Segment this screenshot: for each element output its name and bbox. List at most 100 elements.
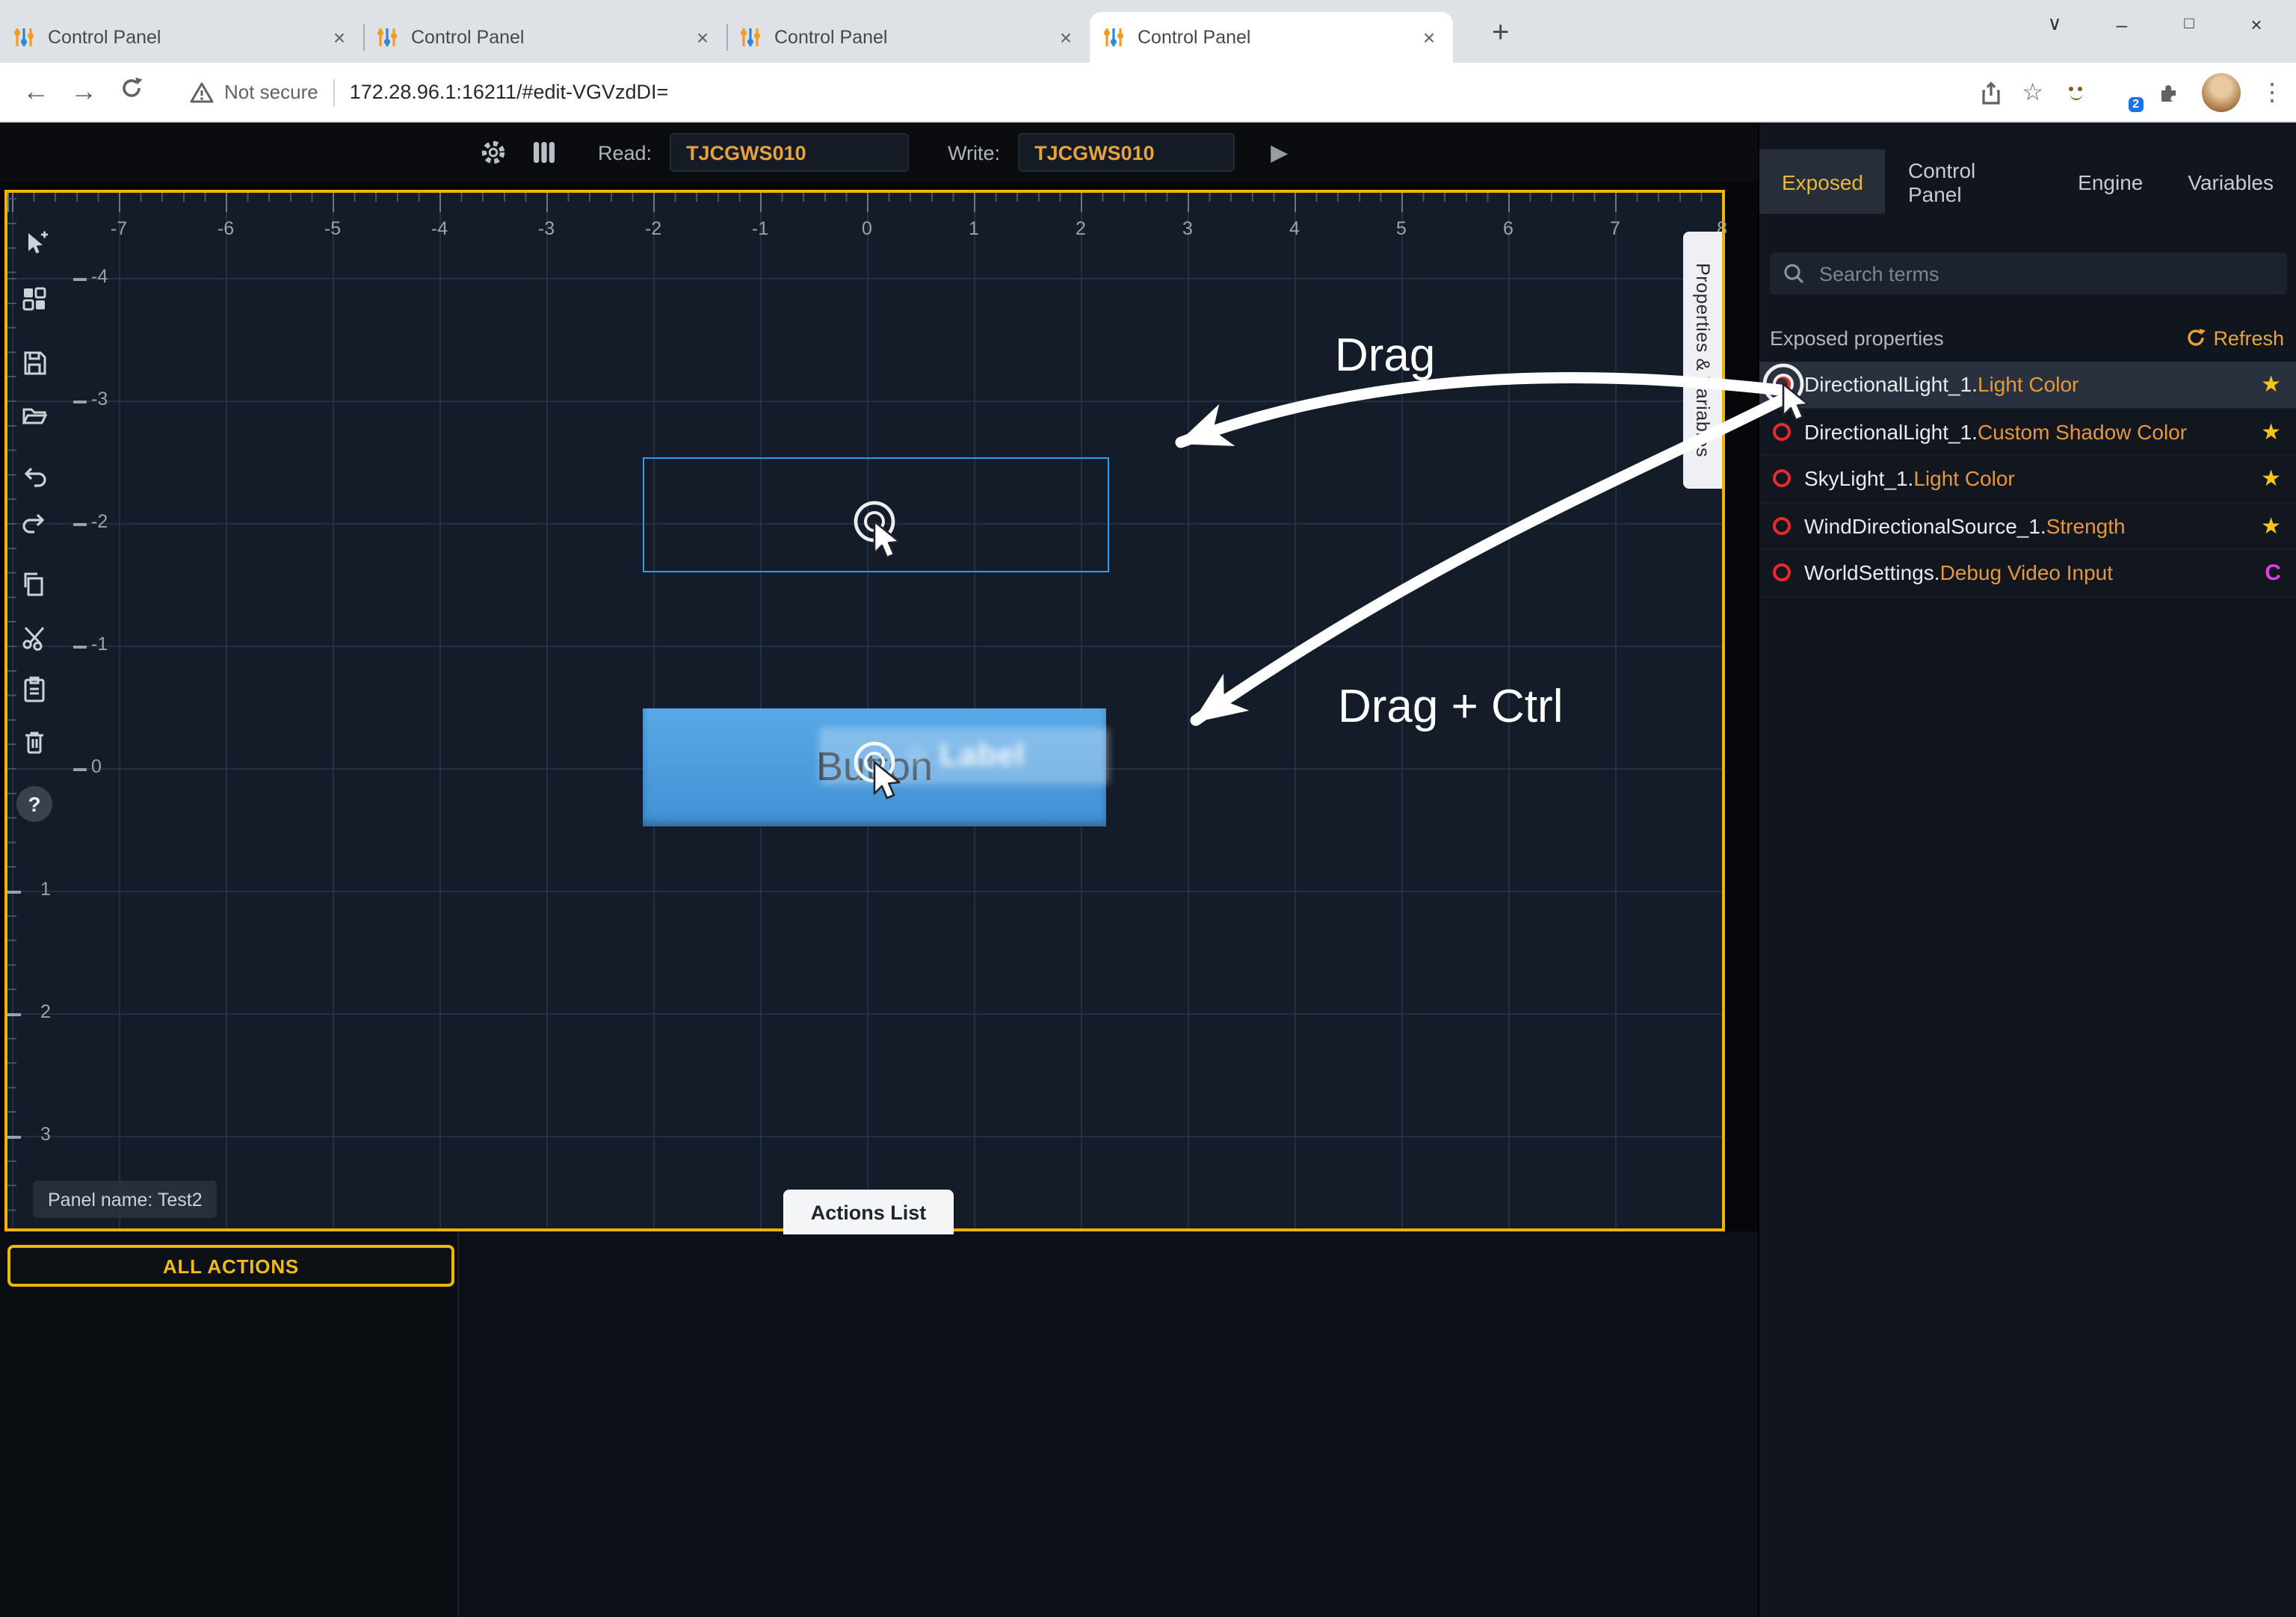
browser-menu-icon[interactable]: ⋮ [2260,77,2284,107]
undo-icon[interactable] [15,457,54,496]
omnibox-divider [333,78,335,105]
sidebar-tab[interactable]: Engine [2055,149,2165,214]
browser-tab[interactable]: Control Panel × [726,12,1090,63]
browser-actions: ☆ 2 ⋮ [1975,72,2284,111]
property-owner: DirectionalLight_1. [1804,373,1978,397]
profile-avatar[interactable] [2202,72,2241,111]
open-folder-icon[interactable] [15,396,54,435]
read-input[interactable] [670,133,909,172]
new-tab-button[interactable]: + [1492,16,1509,51]
tab-close-icon[interactable]: × [1417,25,1441,49]
ruler-y-label: -1 [91,634,108,655]
ruler-y-tick [73,401,87,404]
ruler-y-label: -4 [91,266,108,287]
selected-widget-outline[interactable] [643,457,1109,572]
delete-trash-icon[interactable] [15,722,54,761]
tab-close-icon[interactable]: × [691,25,715,49]
property-owner: WorldSettings. [1804,561,1940,585]
property-badge-icon[interactable]: ★ [2261,418,2281,445]
tab-list: Control Panel × Control Panel × [0,12,1453,63]
redo-icon[interactable] [15,504,54,542]
property-badge-icon[interactable]: ★ [2261,466,2281,492]
property-owner: WindDirectionalSource_1. [1804,514,2046,538]
sidebar-tab[interactable]: Control Panel [1886,149,2055,214]
property-name: Light Color [1978,373,2261,397]
tab-close-icon[interactable]: × [1054,25,1078,49]
ruler-y-label: 3 [40,1124,51,1145]
property-owner: SkyLight_1. [1804,467,1913,491]
refresh-button[interactable]: Refresh [2185,327,2284,349]
paste-clipboard-icon[interactable] [15,670,54,708]
maximize-button[interactable]: □ [2155,0,2223,48]
exposed-properties-header: Exposed properties Refresh [1770,323,2284,353]
properties-variables-tab[interactable]: Properties & Variables [1683,232,1722,489]
exposed-toggle-icon[interactable] [1773,376,1791,394]
actions-panel: ALL ACTIONS [0,1231,1758,1617]
extensions-puzzle-icon[interactable] [2155,78,2182,105]
warning-triangle-icon [188,78,215,105]
url-text[interactable]: 172.28.96.1:16211/#edit-VGVzdDI= [350,81,669,103]
sidebar-tab[interactable]: Exposed [1759,149,1886,214]
close-button[interactable]: × [2223,0,2290,48]
forward-button[interactable]: → [60,76,108,108]
select-move-tool[interactable] [15,224,54,263]
tab-title: Control Panel [1138,27,1417,48]
bookmark-star-icon[interactable]: ☆ [2022,77,2043,107]
search-box[interactable] [1770,253,2287,294]
play-button[interactable]: ▶ [1271,139,1288,166]
actions-panel-left-column: ALL ACTIONS [0,1231,459,1617]
property-badge-icon[interactable]: ★ [2261,371,2281,398]
browser-tab-strip: Control Panel × Control Panel × [0,0,2296,63]
exposed-property-row[interactable]: DirectionalLight_1. Light Color ★ [1759,362,2296,409]
widgets-tool[interactable] [15,279,54,318]
property-name: Custom Shadow Color [1978,420,2261,444]
write-input[interactable] [1018,133,1235,172]
browser-tab[interactable]: Control Panel × [0,12,363,63]
control-panel-favicon-icon [1102,25,1126,49]
save-icon[interactable] [15,344,54,383]
dragged-label-chip: ☆ Label [819,728,1109,785]
control-panel-favicon-icon [12,25,36,49]
exposed-property-row[interactable]: WindDirectionalSource_1. Strength ★ [1759,503,2296,550]
layout-columns-icon[interactable] [529,137,559,167]
actions-list-tab[interactable]: Actions List [783,1190,954,1234]
search-input[interactable] [1816,261,2275,286]
exposed-toggle-icon[interactable] [1773,517,1791,535]
minimize-button[interactable]: – [2088,0,2155,48]
property-name: Strength [2046,514,2261,538]
help-icon[interactable]: ? [16,786,52,822]
property-badge-icon[interactable]: C [2265,560,2281,586]
editor-canvas[interactable]: -7-6-5-4-3-2-1012345678 -4-3-2-10123 [4,190,1725,1231]
button-widget[interactable]: Button ☆ Label [643,708,1106,826]
omnibox[interactable]: Not secure 172.28.96.1:16211/#edit-VGVzd… [167,78,1975,105]
browser-tab[interactable]: Control Panel × [1090,12,1453,63]
exposed-property-row[interactable]: WorldSettings. Debug Video Input C [1759,550,2296,597]
exposed-properties-list: DirectionalLight_1. Light Color ★ Direct… [1759,362,2296,597]
emoji-extension-icon[interactable] [2063,78,2090,105]
refresh-label: Refresh [2213,327,2284,349]
settings-gear-icon[interactable] [478,137,508,167]
exposed-toggle-icon[interactable] [1773,564,1791,582]
chevron-down-icon[interactable]: ∨ [2021,0,2088,48]
exposed-property-row[interactable]: DirectionalLight_1. Custom Shadow Color … [1759,409,2296,456]
cut-scissors-icon[interactable] [15,617,54,656]
search-icon [1782,262,1806,285]
reload-button[interactable] [108,75,155,109]
all-actions-button[interactable]: ALL ACTIONS [7,1245,454,1287]
back-button[interactable]: ← [12,76,60,108]
sidebar-tab[interactable]: Variables [2165,149,2296,214]
tab-close-icon[interactable]: × [327,25,351,49]
exposed-toggle-icon[interactable] [1773,423,1791,441]
browser-tab[interactable]: Control Panel × [363,12,726,63]
exposed-toggle-icon[interactable] [1773,470,1791,488]
ruler-y-label: 2 [40,1001,51,1022]
ruler-y-tick [7,891,21,894]
property-badge-icon[interactable]: ★ [2261,513,2281,539]
share-icon[interactable] [1975,78,2002,105]
exposed-property-row[interactable]: SkyLight_1. Light Color ★ [1759,456,2296,503]
shield-extension-icon[interactable]: 2 [2109,78,2136,105]
control-panel-favicon-icon [738,25,762,49]
copy-icon[interactable] [15,565,54,604]
panel-name-badge: Panel name: Test2 [33,1181,217,1218]
